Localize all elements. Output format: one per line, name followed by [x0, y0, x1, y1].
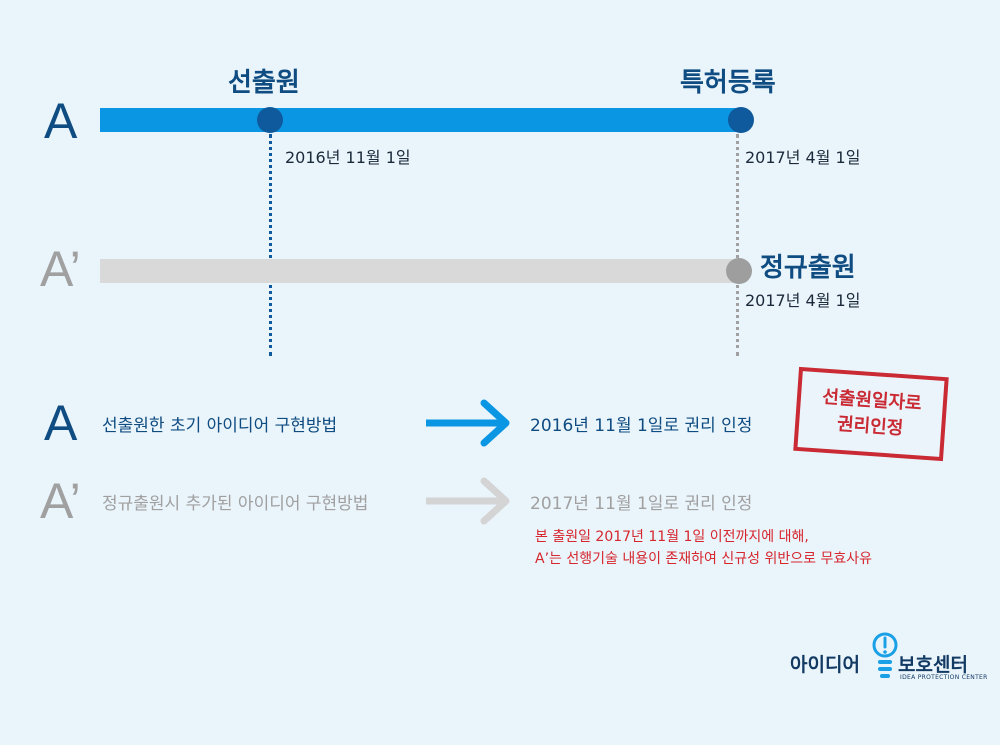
claim-a-letter: A [44, 395, 78, 451]
invalidity-note: 본 출원일 2017년 11월 1일 이전까지에 대해, A’는 선행기술 내용… [535, 526, 872, 570]
regular-filing-title: 정규출원 [760, 253, 856, 283]
claim-a-arrow-icon [426, 399, 510, 447]
invalidity-note-line-1: 본 출원일 2017년 11월 1일 이전까지에 대해, [535, 529, 809, 545]
registration-date: 2017년 4월 1일 [745, 148, 861, 167]
idea-protection-center-logo: 아이디어 보호센터 IDEA PROTECTION CENTER [790, 630, 987, 690]
regular-filing-dot [726, 258, 752, 284]
logo-subtitle: IDEA PROTECTION CENTER [900, 674, 988, 681]
lightbulb-icon [872, 632, 898, 678]
stamp-line-2: 권리인정 [836, 413, 904, 440]
timeline-a-letter: A [44, 93, 78, 149]
logo-text-left: 아이디어 [790, 654, 860, 676]
filing-date-guide-line [736, 134, 739, 356]
claim-a-result: 2016년 11월 1일로 권리 인정 [530, 416, 753, 436]
timeline-a-prime-letter: A’ [40, 241, 81, 297]
logo-text-right: 보호센터 [898, 654, 968, 676]
claim-a-prime-letter: A’ [40, 473, 81, 529]
claim-a-prime-arrow-icon [426, 477, 510, 525]
priority-date-stamp: 선출원일자로 권리인정 [793, 366, 949, 462]
timeline-a-prime-bar [100, 259, 740, 283]
invalidity-note-line-2: A’는 선행기술 내용이 존재하여 신규성 위반으로 무효사유 [535, 551, 872, 567]
stamp-line-1: 선출원일자로 [821, 386, 923, 415]
claim-a-prime-description: 정규출원시 추가된 아이디어 구현방법 [102, 494, 369, 514]
claim-a-description: 선출원한 초기 아이디어 구현방법 [102, 416, 338, 436]
priority-filing-dot [257, 107, 283, 133]
claim-a-prime-result: 2017년 11월 1일로 권리 인정 [530, 494, 753, 514]
priority-filing-date: 2016년 11월 1일 [285, 148, 411, 167]
registration-dot [728, 107, 754, 133]
registration-title: 특허등록 [680, 68, 776, 98]
timeline-a-bar [100, 108, 742, 132]
priority-filing-title: 선출원 [228, 68, 300, 98]
priority-filing-guide-line [269, 134, 272, 356]
regular-filing-date: 2017년 4월 1일 [745, 291, 861, 310]
